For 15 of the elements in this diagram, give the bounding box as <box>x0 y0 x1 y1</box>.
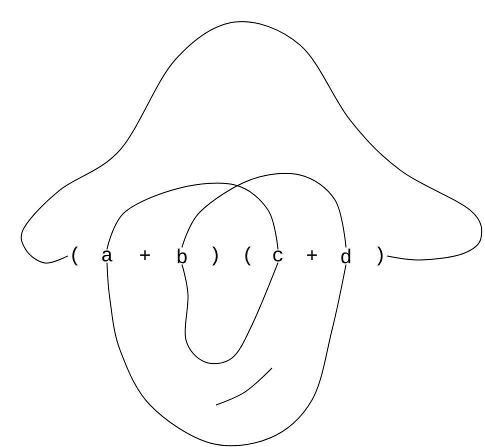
curve <box>106 262 346 446</box>
symbol-text: ) <box>377 246 383 266</box>
curve <box>20 21 482 264</box>
symbol-text: b <box>178 248 187 264</box>
symbol-text: c <box>273 250 283 262</box>
symbol-text: ) <box>212 246 218 266</box>
symbol-text: + <box>140 250 150 260</box>
symbol-text: ( <box>245 246 251 266</box>
curve <box>182 172 346 248</box>
symbol-text: ( <box>72 246 78 266</box>
symbol-text: a <box>102 250 112 262</box>
curve <box>182 262 278 364</box>
symbol-text: d <box>341 248 350 264</box>
curve <box>106 182 278 250</box>
symbol-text: + <box>307 250 317 260</box>
